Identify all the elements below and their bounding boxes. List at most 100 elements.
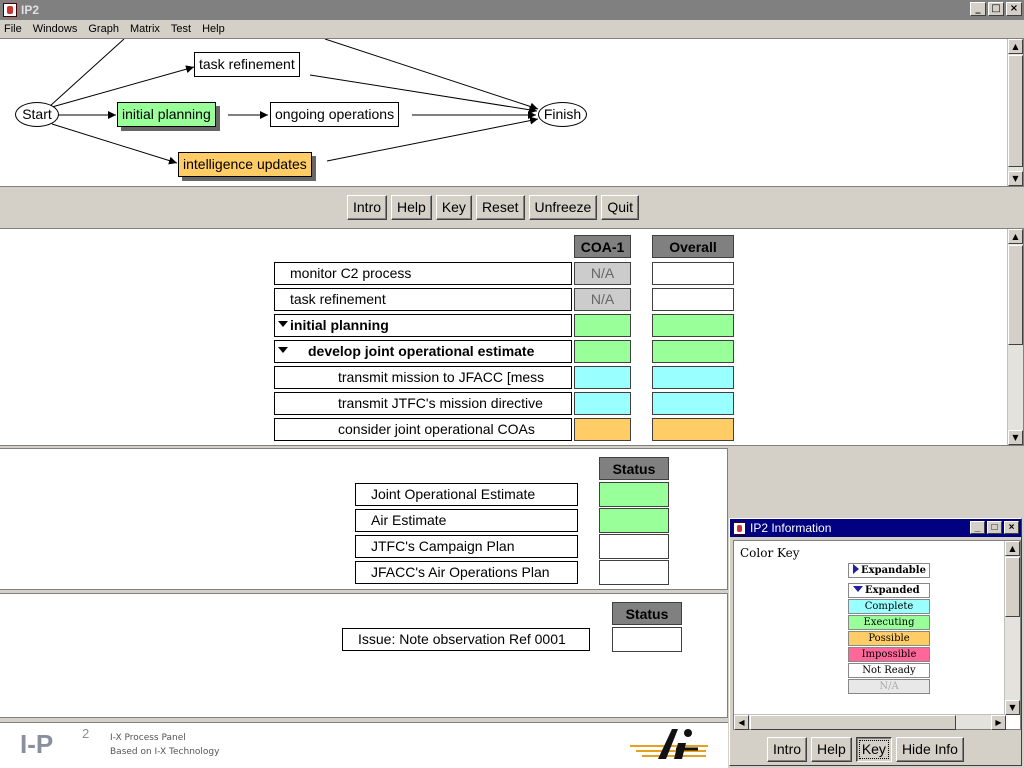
graph-node-intelligence-updates[interactable]: intelligence updates (178, 152, 312, 177)
product-status (599, 482, 669, 507)
window-title: IP2 (21, 3, 40, 17)
info-vscroll[interactable]: ▲ ▼ (1004, 541, 1020, 715)
activity-overall-status (652, 392, 734, 415)
graph-node-ongoing-operations[interactable]: ongoing operations (270, 102, 400, 127)
key-expandable: Expandable (848, 563, 930, 578)
products-status-header: Status (599, 457, 669, 480)
graph-node-finish[interactable]: Finish (538, 102, 587, 127)
footer: I-P 2 I-X Process Panel Based on I-X Tec… (0, 722, 728, 768)
info-window-title: IP2 Information (750, 521, 832, 535)
activity-coa-status: N/A (574, 288, 631, 311)
activity-overall-status (652, 314, 734, 337)
info-window: IP2 Information _ □ × Color Key Expandab… (729, 518, 1022, 766)
key-possible: Possible (848, 631, 930, 646)
activity-overall-status (652, 262, 734, 285)
main-button-row: Intro Help Key Reset Unfreeze Quit (347, 195, 640, 220)
expandable-triangle-icon (853, 564, 859, 574)
aiai-logo-icon (630, 729, 708, 759)
close-button[interactable]: × (1006, 2, 1022, 16)
info-close-button[interactable]: × (1004, 521, 1019, 534)
products-panel: Status Joint Operational Estimate Air Es… (0, 448, 728, 590)
activity-overall-status (652, 418, 734, 441)
menu-test[interactable]: Test (170, 23, 192, 35)
key-impossible: Impossible (848, 647, 930, 662)
minimize-button[interactable]: _ (970, 2, 986, 16)
product-row-label[interactable]: Joint Operational Estimate (355, 483, 578, 506)
key-not-ready: Not Ready (848, 663, 930, 678)
graph-edges (49, 39, 539, 165)
product-status (599, 508, 669, 533)
menu-bar: File Windows Graph Matrix Test Help (0, 20, 1024, 38)
info-intro-button[interactable]: Intro (767, 737, 808, 762)
graph-panel: Start task refinement initial planning o… (0, 38, 1024, 187)
graph-node-initial-planning[interactable]: initial planning (117, 102, 216, 127)
expanded-triangle-icon[interactable] (278, 321, 288, 327)
title-bar: IP2 _ □ × (0, 0, 1024, 20)
product-row-label[interactable]: JFACC's Air Operations Plan (355, 561, 578, 584)
key-expanded: Expanded (848, 583, 930, 598)
activity-coa-status (574, 314, 631, 337)
app-icon (3, 3, 17, 17)
key-complete: Complete (848, 599, 930, 614)
activity-row-label[interactable]: task refinement (274, 288, 572, 311)
reset-button[interactable]: Reset (475, 195, 525, 220)
info-maximize-button[interactable]: □ (987, 521, 1002, 534)
activity-overall-status (652, 288, 734, 311)
activity-row-label[interactable]: initial planning (274, 314, 572, 337)
activity-row-label[interactable]: monitor C2 process (274, 262, 572, 285)
product-row-label[interactable]: JTFC's Campaign Plan (355, 535, 578, 558)
key-button[interactable]: Key (435, 195, 472, 220)
graph-node-task-refinement[interactable]: task refinement (194, 52, 300, 77)
menu-matrix[interactable]: Matrix (129, 23, 160, 35)
product-row-label[interactable]: Air Estimate (355, 509, 578, 532)
activity-coa-status (574, 366, 631, 389)
intro-button[interactable]: Intro (347, 195, 388, 220)
info-key-button[interactable]: Key (855, 737, 892, 762)
color-key-area: Color Key Expandable Expanded Complete E… (733, 540, 1021, 730)
activity-panel: COA-1 Overall monitor C2 process N/A tas… (0, 228, 1024, 446)
expanded-triangle-icon[interactable] (278, 347, 288, 353)
info-help-button[interactable]: Help (811, 737, 852, 762)
activity-row-label[interactable]: develop joint operational estimate (274, 340, 572, 363)
key-na: N/A (848, 679, 930, 694)
hide-info-button[interactable]: Hide Info (895, 737, 964, 762)
activity-scrollbar[interactable]: ▲ ▼ (1007, 229, 1023, 445)
issue-row-label[interactable]: Issue: Note observation Ref 0001 (342, 628, 590, 651)
info-button-row: Intro Help Key Hide Info (767, 737, 964, 762)
activity-row-label[interactable]: transmit JTFC's mission directive (274, 392, 572, 415)
issues-status-header: Status (612, 602, 682, 625)
footer-line-2: Based on I-X Technology (110, 747, 220, 757)
info-window-app-icon (733, 521, 746, 535)
activity-overall-status (652, 366, 734, 389)
menu-file[interactable]: File (4, 23, 22, 35)
product-status (599, 534, 669, 559)
product-status (599, 560, 669, 585)
info-hscroll[interactable]: ◀ ▶ (734, 714, 1006, 730)
maximize-button[interactable]: □ (988, 2, 1004, 16)
ip2-logo-superscript: 2 (82, 726, 90, 741)
ip2-logo: I-P (20, 729, 54, 759)
key-executing: Executing (848, 615, 930, 630)
overall-header: Overall (652, 235, 734, 258)
menu-windows[interactable]: Windows (32, 23, 78, 35)
activity-row-label[interactable]: transmit mission to JFACC [mess (274, 366, 572, 389)
unfreeze-button[interactable]: Unfreeze (528, 195, 598, 220)
activity-coa-status (574, 418, 631, 441)
activity-row-label[interactable]: consider joint operational COAs (274, 418, 572, 441)
menu-help[interactable]: Help (202, 23, 225, 35)
info-minimize-button[interactable]: _ (970, 521, 985, 534)
footer-line-1: I-X Process Panel (110, 733, 186, 743)
graph-node-start[interactable]: Start (15, 102, 59, 127)
help-button[interactable]: Help (391, 195, 432, 220)
activity-coa-status (574, 340, 631, 363)
quit-button[interactable]: Quit (601, 195, 640, 220)
activity-overall-status (652, 340, 734, 363)
color-key-heading: Color Key (740, 546, 800, 560)
info-window-title-bar: IP2 Information _ □ × (730, 519, 1021, 537)
activity-coa-status (574, 392, 631, 415)
graph-scrollbar[interactable]: ▲ ▼ (1007, 39, 1023, 186)
coa-1-header: COA-1 (574, 235, 631, 258)
issue-status (612, 627, 682, 652)
menu-graph[interactable]: Graph (88, 23, 119, 35)
issues-panel: Status Issue: Note observation Ref 0001 (0, 593, 728, 718)
